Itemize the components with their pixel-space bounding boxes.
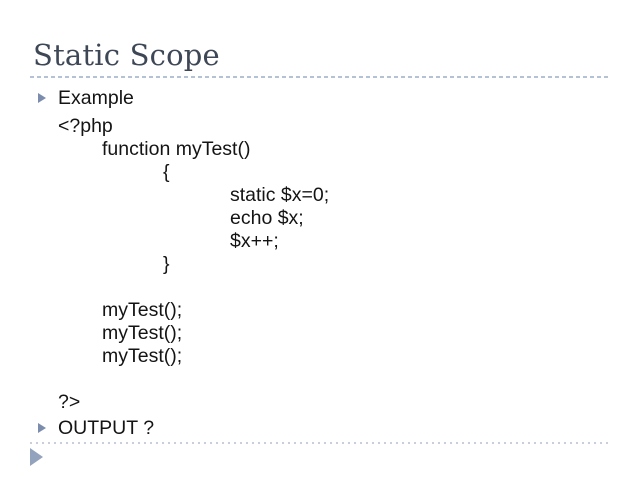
code-line-blank bbox=[0, 368, 638, 391]
footer-triangle-icon bbox=[30, 448, 43, 466]
code-line-increment: $x++; bbox=[230, 230, 279, 252]
triangle-bullet-icon bbox=[38, 93, 46, 103]
code-line-php-open: <?php bbox=[58, 115, 113, 137]
php-code-block: <?php function myTest() { static $x=0; e… bbox=[0, 115, 638, 414]
bullet-item-output: OUTPUT ? bbox=[38, 417, 154, 439]
title-divider bbox=[30, 76, 610, 78]
code-line-call-2: myTest(); bbox=[102, 322, 183, 344]
bullet-label-output: OUTPUT ? bbox=[58, 417, 155, 439]
triangle-bullet-icon bbox=[38, 423, 46, 433]
code-line-static: static $x=0; bbox=[230, 184, 330, 206]
code-line-call-3: myTest(); bbox=[102, 345, 183, 367]
code-line-echo: echo $x; bbox=[230, 207, 304, 229]
code-line-close-brace: } bbox=[163, 253, 170, 275]
code-line-call-1: myTest(); bbox=[102, 299, 183, 321]
slide-title: Static Scope bbox=[33, 38, 220, 72]
bullet-label-example: Example bbox=[58, 87, 134, 109]
code-line-blank bbox=[0, 276, 638, 299]
code-line-open-brace: { bbox=[163, 161, 170, 183]
footer-divider bbox=[30, 442, 610, 444]
bullet-item-example: Example bbox=[38, 87, 134, 109]
code-line-function: function myTest() bbox=[102, 138, 251, 160]
code-line-php-close: ?> bbox=[58, 391, 81, 413]
